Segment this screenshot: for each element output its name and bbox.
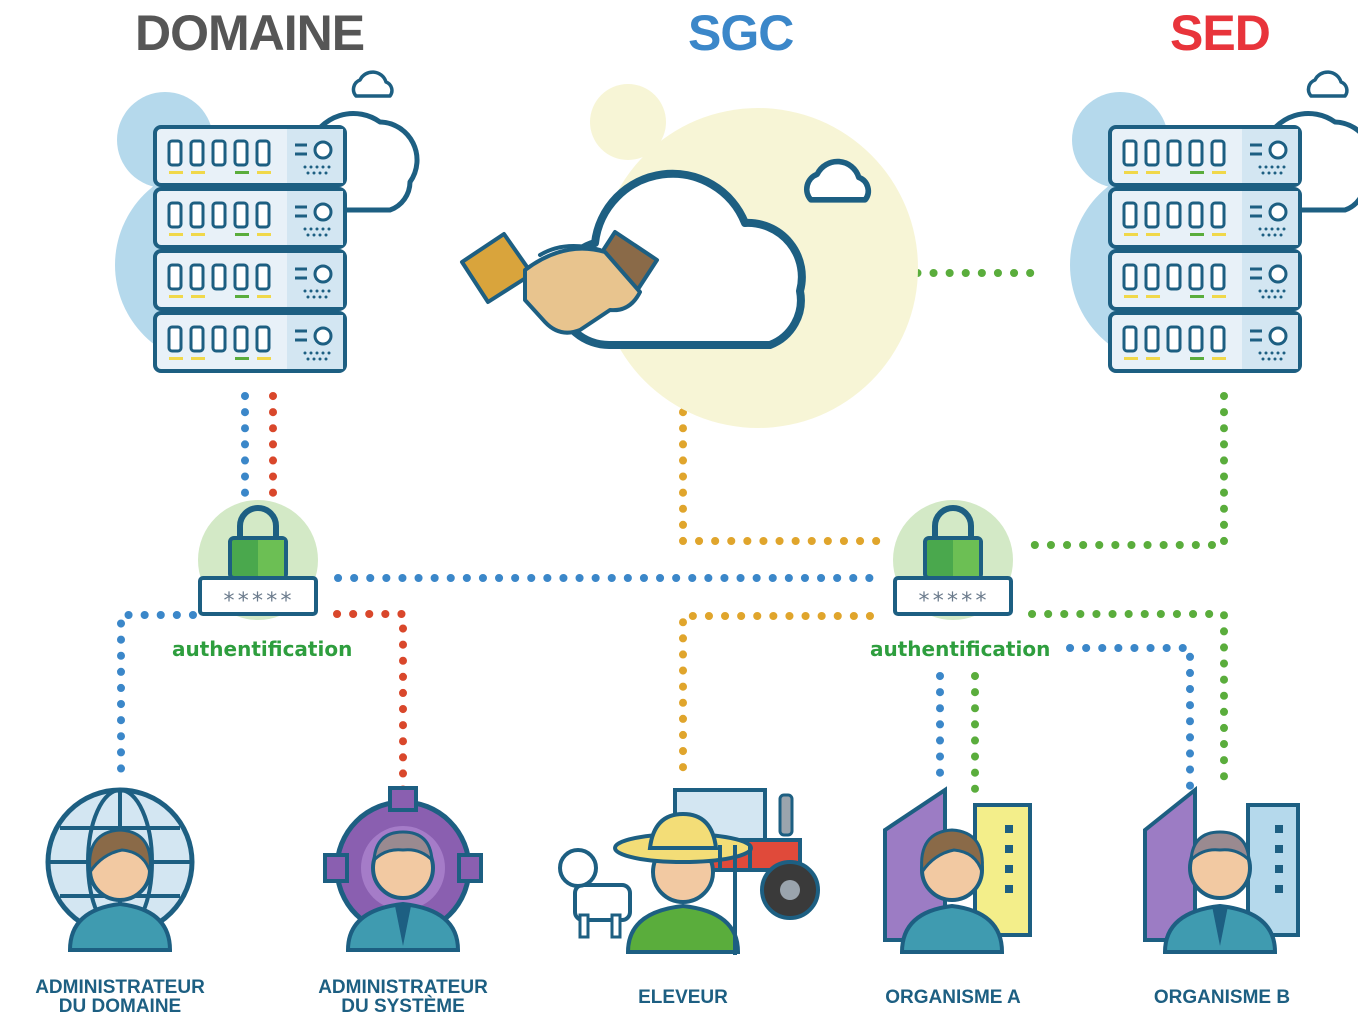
password-field-right: *****: [917, 589, 989, 614]
link-eleveur: [679, 612, 874, 779]
link-organisme-b-blue: [1066, 644, 1194, 794]
auth-label-right: authentification: [870, 637, 1051, 661]
link-admin-domaine: [117, 611, 197, 782]
person-icon-organisme-b: [1162, 830, 1278, 954]
cow-icon: [558, 848, 632, 939]
title-domaine: DOMAINE: [135, 5, 365, 61]
role-eleveur: ELEVEUR: [638, 987, 728, 1008]
pitchfork-icon: [718, 845, 752, 955]
role-admin-systeme-line1: ADMINISTRATEUR: [318, 977, 488, 998]
title-sed: SED: [1170, 5, 1271, 61]
server-icon-sed: [1070, 70, 1358, 373]
role-admin-domaine-line2: DU DOMAINE: [58, 996, 182, 1017]
server-icon-domaine: [115, 70, 420, 373]
link-sed-auth: [1016, 392, 1228, 549]
person-icon-admin-domaine: [67, 828, 173, 952]
handshake-icon: [460, 230, 659, 335]
link-organisme-b-green: [1028, 610, 1228, 794]
password-field-left: *****: [222, 589, 294, 614]
role-admin-systeme: ADMINISTRATEUR DU SYSTÈME: [293, 978, 513, 1016]
person-icon-admin-systeme: [345, 830, 461, 952]
role-admin-domaine: ADMINISTRATEUR DU DOMAINE: [10, 978, 230, 1016]
role-organisme-b: ORGANISME B: [1153, 987, 1291, 1008]
person-icon-eleveur: [613, 811, 753, 955]
role-admin-systeme-line2: DU SYSTÈME: [341, 996, 465, 1017]
person-icon-organisme-a: [899, 828, 1005, 954]
title-sgc: SGC: [688, 5, 794, 61]
building-icon-organisme-a: [883, 786, 1032, 942]
auth-label-left: authentification: [172, 637, 353, 661]
role-admin-domaine-line1: ADMINISTRATEUR: [35, 977, 205, 998]
role-organisme-a: ORGANISME A: [885, 987, 1021, 1008]
link-admin-systeme: [333, 610, 407, 794]
building-icon-organisme-b: [1143, 785, 1300, 942]
link-sgc-auth: [679, 392, 881, 545]
